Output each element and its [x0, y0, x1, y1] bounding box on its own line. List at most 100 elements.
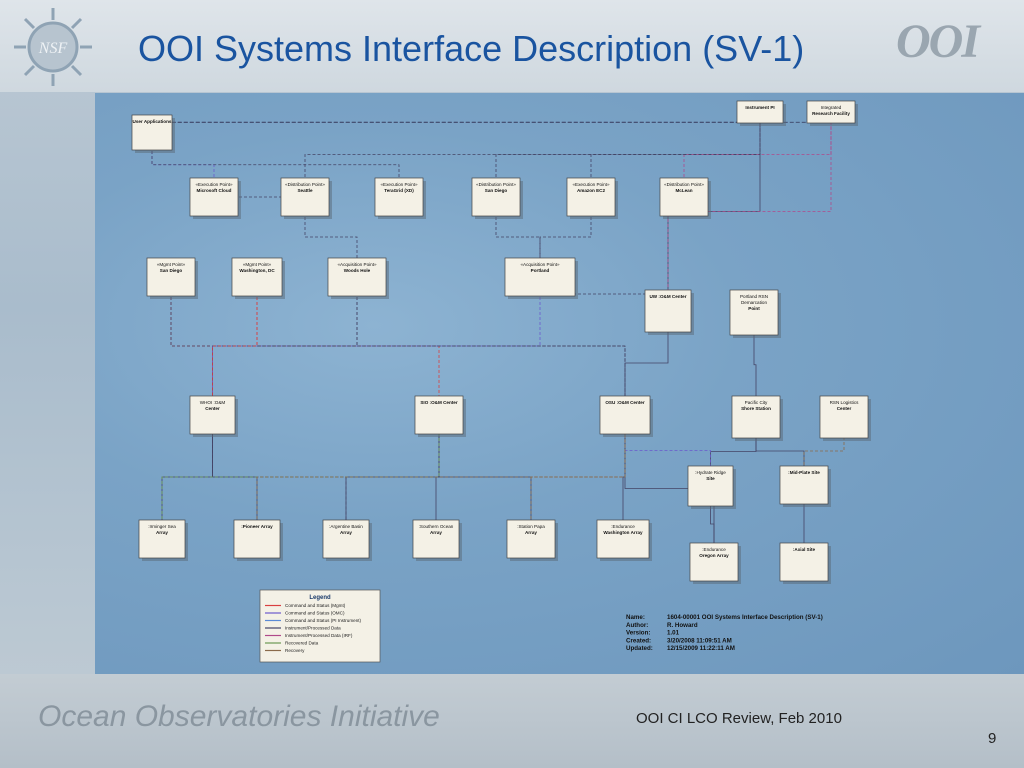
info-key: Created:: [626, 637, 651, 644]
node-ec2: «Execution Point»Amazon EC2: [566, 177, 618, 219]
node-label: Array: [430, 530, 442, 535]
node-label: «Mgmt Point»: [243, 262, 272, 267]
nsf-logo: NSF: [14, 8, 92, 86]
legend-title: Legend: [309, 595, 331, 601]
node-label: San Diego: [485, 188, 508, 193]
node-label: «Execution Point»: [380, 182, 417, 187]
node-label: :Southern Ocean: [419, 524, 454, 529]
node-label: «Mgmt Point»: [157, 262, 186, 267]
node-label: Amazon EC2: [577, 188, 606, 193]
node-label: Seattle: [297, 188, 313, 193]
info-key: Author:: [626, 622, 648, 629]
footer-event: OOI CI LCO Review, Feb 2010: [636, 710, 842, 727]
legend-item-label: Instrument/Processed Data: [285, 626, 341, 631]
node-label: Washington, DC: [239, 268, 275, 273]
node-label: Integrated: [821, 105, 842, 110]
node-label: :Mid-Plate Site: [788, 470, 820, 475]
node-osu: OSU :O&M Center: [599, 395, 653, 437]
node-tg: «Execution Point»TeraGrid (XD): [374, 177, 426, 219]
node-label: :Endurance: [702, 547, 726, 552]
connector-tg-user: [151, 132, 400, 197]
node-label: Array: [525, 530, 537, 535]
connector-dc-whoi: [212, 277, 258, 415]
node-label: «Distribution Point»: [476, 182, 516, 187]
diagram-canvas: User Applications Instrument PI Integrated…: [131, 100, 871, 663]
node-label: UW :O&M Center: [649, 294, 686, 299]
info-value: 12/15/2009 11:22:11 AM: [667, 645, 735, 652]
node-uw: UW :O&M Center: [644, 289, 694, 335]
node-label: Center: [205, 406, 220, 411]
node-label: Portland: [531, 268, 550, 273]
node-label: User Applications: [133, 119, 172, 124]
node-label: «Execution Point»: [195, 182, 232, 187]
node-sea: «Distribution Point»Seattle: [280, 177, 332, 219]
info-value: 3/20/2008 11:09:51 AM: [667, 637, 732, 644]
node-label: Instrument PI: [745, 105, 774, 110]
node-label: :Hydrate Ridge: [695, 470, 726, 475]
node-label: Center: [837, 406, 852, 411]
node-label: Array: [156, 530, 168, 535]
node-label: OSU :O&M Center: [605, 400, 645, 405]
info-value: R. Howard: [667, 622, 698, 629]
node-mp: :Mid-Plate Site: [779, 465, 831, 507]
node-sio: SIO :O&M Center: [414, 395, 466, 437]
info-key: Name:: [626, 614, 645, 621]
node-pdx: «Acquisition Point»Portland: [504, 257, 578, 299]
node-label: Oregon Array: [699, 553, 729, 558]
page-number: 9: [988, 730, 997, 747]
node-ms: «Execution Point»Microsoft Cloud: [189, 177, 241, 219]
node-label: :Pioneer Array: [241, 524, 273, 529]
node-wh: «Acquisition Point»Woods Hole: [327, 257, 389, 299]
connector-rsndp-pcs: [753, 312, 757, 417]
page-title: OOI Systems Interface Description (SV-1): [138, 28, 805, 69]
info-key: Version:: [626, 630, 650, 637]
node-label: :Irminger Sea: [148, 524, 176, 529]
legend-item-label: Instrument/Processed Data (IRF): [285, 633, 353, 638]
node-label: «Distribution Point»: [664, 182, 704, 187]
legend-item-label: Command and Status (PI Instrument): [285, 618, 362, 623]
connector-irf-uw: [667, 112, 832, 311]
node-label: Shore Station: [741, 406, 771, 411]
node-user: User Applications: [131, 114, 175, 153]
node-label: Research Facility: [812, 111, 850, 116]
slide-footer: [0, 674, 1024, 768]
node-label: RSN Logistics: [830, 400, 860, 405]
node-label: :Axial Site: [793, 547, 816, 552]
node-label: Site: [706, 476, 715, 481]
node-axial: :Axial Site: [779, 542, 831, 584]
node-label: SIO :O&M Center: [420, 400, 457, 405]
legend-item-label: Recovered Data: [285, 641, 319, 646]
node-label: «Acquisition Point»: [337, 262, 377, 267]
node-label: Point: [748, 306, 760, 311]
node-dc: «Mgmt Point»Washington, DC: [231, 257, 285, 299]
node-label: «Execution Point»: [572, 182, 609, 187]
node-label: Woods Hole: [344, 268, 371, 273]
legend-item-label: Command and Status (OMC): [285, 611, 345, 616]
node-label: «Distribution Point»: [285, 182, 325, 187]
connector-pdx-uw: [539, 277, 669, 311]
node-label: McLean: [675, 188, 692, 193]
node-instpi: Instrument PI: [736, 100, 786, 126]
node-label: :Station Papa: [517, 524, 545, 529]
node-sd1: «Distribution Point»San Diego: [471, 177, 523, 219]
diagram-info-block: Name: 1604-00001 OOI Systems Interface De…: [626, 614, 823, 652]
info-value: 1604-00001 OOI Systems Interface Descrip…: [667, 614, 823, 621]
legend-item-label: Recovery: [285, 648, 305, 653]
footer-org: Ocean Observatories Initiative: [38, 700, 440, 733]
node-label: Washington Array: [603, 530, 643, 535]
node-label: :Argentine Basin: [329, 524, 363, 529]
slide-header: [0, 0, 1024, 92]
info-value: 1.01: [667, 630, 680, 637]
node-label: Pacific City: [745, 400, 768, 405]
